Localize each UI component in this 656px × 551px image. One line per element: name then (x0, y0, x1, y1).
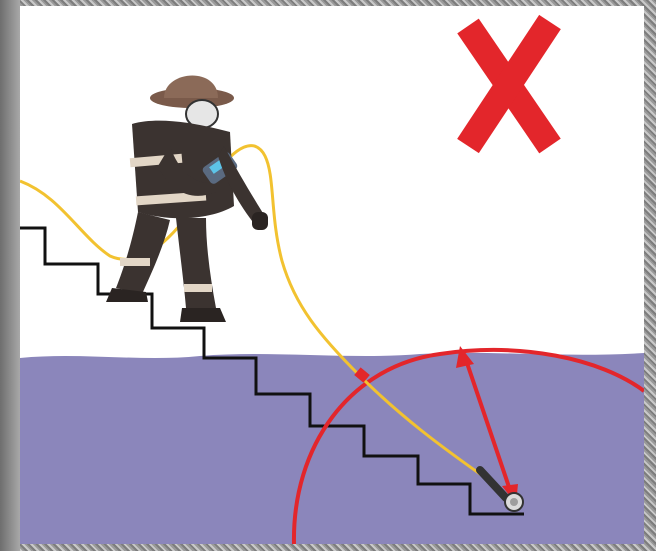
illustration-panel (20, 6, 644, 544)
firefighter-figure (106, 75, 268, 322)
frame-left-edge (0, 0, 20, 551)
water-area (20, 353, 644, 544)
scene-svg (20, 6, 644, 544)
red-x-icon (468, 22, 550, 146)
